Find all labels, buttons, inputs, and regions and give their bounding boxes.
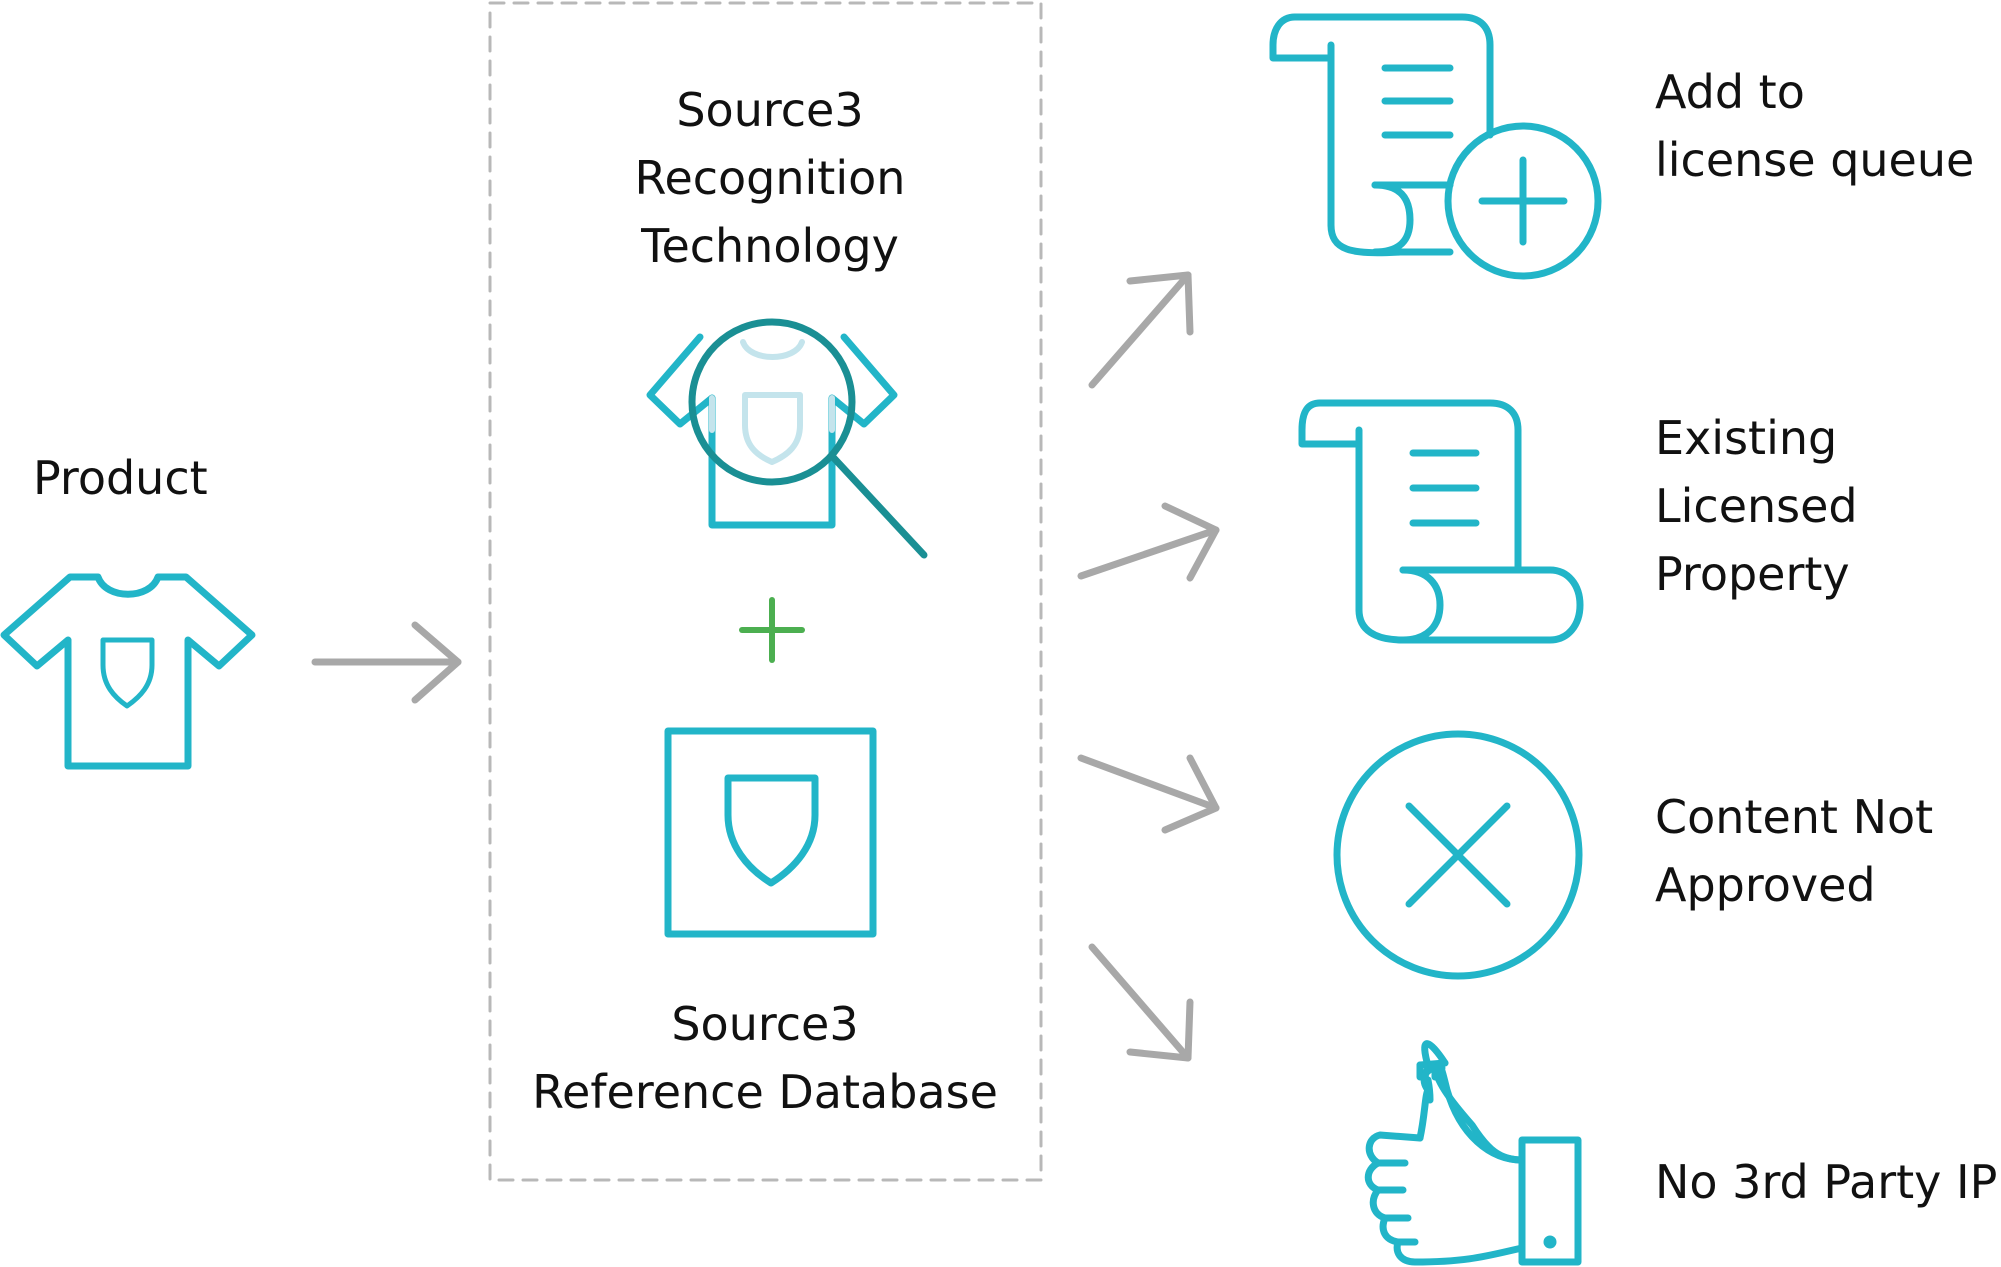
outcome-label-add-to-license-queue: Add to license queue	[1655, 65, 1975, 187]
recognition-magnifier-icon	[646, 318, 928, 559]
outcome-label-content-not-approved: Content Not Approved	[1655, 790, 1934, 912]
x-circle-icon	[1333, 730, 1583, 980]
outcome-label-existing-licensed-property: Existing Licensed Property	[1655, 411, 1858, 601]
database-line-2: Reference Database	[532, 1065, 998, 1119]
scroll-plus-icon	[1269, 13, 1602, 280]
arrow-to-outcome-2	[1077, 502, 1220, 582]
scroll-icon	[1298, 399, 1584, 644]
technology-line-3: Technology	[641, 219, 899, 273]
recognition-technology-label: Source3 Recognition Technology	[560, 76, 980, 280]
recognition-engine-box	[488, 1, 1043, 1182]
arrow-to-outcome-1	[1088, 271, 1194, 389]
arrow-to-outcome-3	[1077, 754, 1220, 834]
outcome-label-no-3rd-party-ip: No 3rd Party IP	[1655, 1155, 1998, 1209]
reference-database-icon	[664, 727, 877, 938]
plus-symbol	[739, 597, 805, 663]
technology-line-1: Source3	[676, 83, 864, 137]
arrow-to-outcome-4	[1088, 943, 1194, 1062]
technology-line-2: Recognition	[634, 151, 906, 205]
product-label: Product	[33, 451, 208, 505]
reference-database-label: Source3 Reference Database	[520, 990, 1010, 1126]
database-line-1: Source3	[671, 997, 859, 1051]
arrow-to-engine	[311, 621, 462, 704]
thumbs-up-hand-outline	[1364, 1061, 1526, 1266]
product-t-shirt-icon	[0, 573, 256, 770]
